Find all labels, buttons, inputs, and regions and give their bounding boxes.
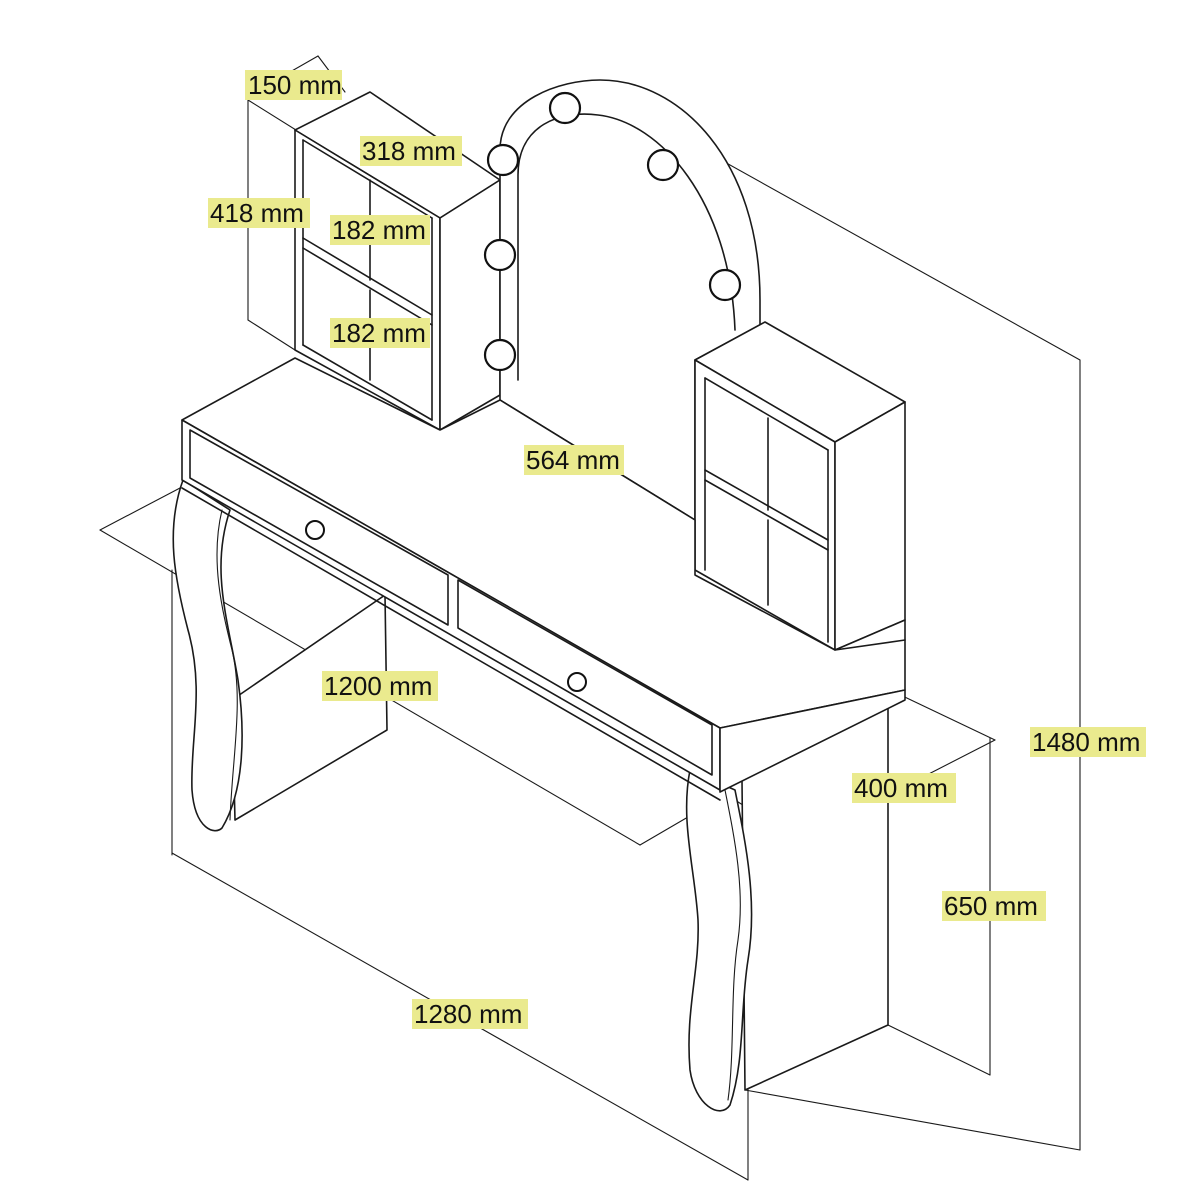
dim-label-400: 400 mm	[852, 773, 956, 803]
label-mirror-width: 564 mm	[526, 445, 620, 475]
right-shelf-unit	[694, 321, 906, 651]
drawer-knob-right	[567, 672, 587, 692]
back-legs	[231, 594, 889, 1091]
right-front-leg	[685, 769, 753, 1112]
bulb-icon	[548, 91, 582, 125]
bulb-icon	[483, 238, 517, 272]
dim-label-1480: 1480 mm	[1030, 727, 1146, 757]
label-total-width: 1280 mm	[414, 999, 522, 1029]
mirror-bulbs	[483, 91, 742, 372]
dim-label-418: 418 mm	[208, 198, 310, 228]
drawer-knob-left	[305, 520, 325, 540]
dim-label-650: 650 mm	[942, 891, 1046, 921]
label-compartment-lower: 182 mm	[332, 318, 426, 348]
dim-label-318: 318 mm	[360, 136, 462, 166]
label-inner-width: 1200 mm	[324, 671, 432, 701]
bulb-icon	[708, 268, 742, 302]
dim-label-1280: 1280 mm	[412, 999, 528, 1029]
label-compartment-upper: 182 mm	[332, 215, 426, 245]
dim-label-182-upper: 182 mm	[330, 215, 430, 245]
label-desk-height: 650 mm	[944, 891, 1038, 921]
label-shelf-width: 318 mm	[362, 136, 456, 166]
bulb-icon	[646, 148, 680, 182]
dim-label-150: 150 mm	[245, 70, 342, 100]
label-total-height: 1480 mm	[1032, 727, 1140, 757]
left-front-leg	[172, 479, 243, 832]
dim-label-182-lower: 182 mm	[330, 318, 430, 348]
dim-label-564: 564 mm	[524, 445, 624, 475]
label-shelf-height: 418 mm	[210, 198, 304, 228]
left-shelf-unit	[294, 91, 501, 431]
dim-label-1200: 1200 mm	[322, 671, 438, 701]
label-shelf-depth: 150 mm	[248, 70, 342, 100]
label-desk-depth: 400 mm	[854, 773, 948, 803]
bulb-icon	[486, 143, 520, 177]
bulb-icon	[483, 338, 517, 372]
desk-body	[181, 357, 906, 801]
